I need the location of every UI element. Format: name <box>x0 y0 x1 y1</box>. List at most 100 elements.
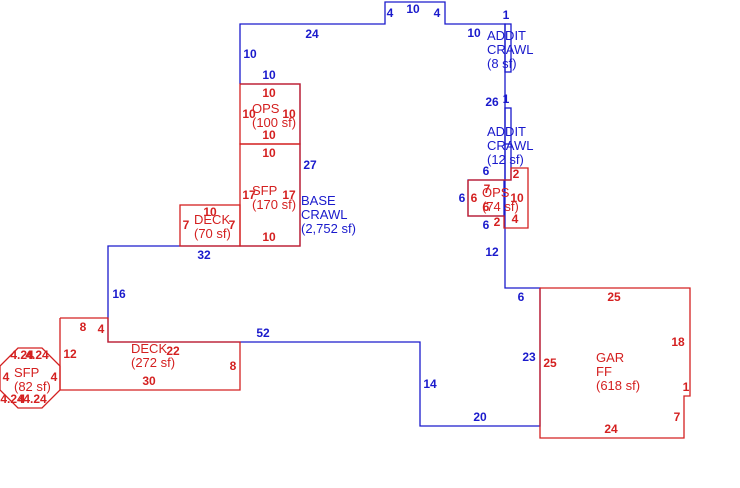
dimension-label: 10 <box>262 68 276 82</box>
dimension-label: 4 <box>3 370 10 384</box>
dimension-label: 10 <box>243 47 257 61</box>
dimension-label: 10 <box>203 205 217 219</box>
dimension-label: 4 <box>19 392 26 406</box>
dimension-label: 7 <box>674 410 681 424</box>
dimension-label: 14 <box>423 377 437 391</box>
dimension-label: 24 <box>604 422 618 436</box>
dimension-label: 52 <box>256 326 270 340</box>
dimension-label: 6 <box>483 164 490 178</box>
area-label-line: FF <box>596 364 612 379</box>
dimension-label: 4 <box>51 370 58 384</box>
area-label-line: (618 sf) <box>596 378 640 393</box>
dimension-label: 4 <box>98 322 105 336</box>
dimension-label: 10 <box>282 107 296 121</box>
area-label-line: (170 sf) <box>252 197 296 212</box>
area-label-line: OPS <box>252 101 280 116</box>
dimension-label: 4 <box>434 6 441 20</box>
area-label-line: (82 sf) <box>14 379 51 394</box>
area-label-line: GAR <box>596 350 624 365</box>
dimension-label: 1 <box>503 92 510 106</box>
area-label-line: SFP <box>14 365 39 380</box>
dimension-label: 25 <box>543 356 557 370</box>
area-label-sfp-middle: SFP(170 sf) <box>252 183 296 212</box>
dimension-label: 7 <box>183 218 190 232</box>
dimension-label: 2 <box>513 167 520 181</box>
dimension-label: 10 <box>467 26 481 40</box>
dimension-label: 30 <box>142 374 156 388</box>
dimension-label: 4.24 <box>23 392 47 406</box>
area-label-line: BASE <box>301 193 336 208</box>
dimension-label: 17 <box>282 188 296 202</box>
dimension-label: 24 <box>305 27 319 41</box>
dimension-label: 27 <box>303 158 317 172</box>
area-label-line: CRAWL <box>487 42 533 57</box>
area-label-line: DECK <box>131 341 167 356</box>
area-label-line: OPS <box>482 185 510 200</box>
dimension-label: 10 <box>262 230 276 244</box>
dimension-label: 10 <box>242 107 256 121</box>
dimension-label: 10 <box>262 86 276 100</box>
area-label-ops-right: OPS(74 sf) <box>482 185 519 214</box>
dimension-label: 26 <box>485 95 499 109</box>
addit-crawl-1-outline <box>504 23 512 73</box>
dimension-label: 2 <box>494 215 501 229</box>
dimension-label: 20 <box>473 410 487 424</box>
deck-small-outline <box>179 204 241 247</box>
dimension-label: 22 <box>166 344 180 358</box>
dimension-label: 12 <box>485 245 499 259</box>
dimension-label: 18 <box>671 335 685 349</box>
area-label-line: (70 sf) <box>194 226 231 241</box>
dimension-label: 6 <box>459 191 466 205</box>
red-outline-group <box>0 83 691 439</box>
dimension-label: 7 <box>484 182 491 196</box>
area-label-line: (2,752 sf) <box>301 221 356 236</box>
dimension-label: 12 <box>63 347 77 361</box>
area-label-deck-large: DECK(272 sf) <box>131 341 175 370</box>
dimension-label: 4.24 <box>25 348 49 362</box>
dimension-label: 1 <box>683 380 690 394</box>
dimension-label: 25 <box>607 290 621 304</box>
area-label-line: (12 sf) <box>487 152 524 167</box>
dimension-label: 6 <box>483 200 490 214</box>
dimension-label: 10 <box>262 128 276 142</box>
dimension-label: 8 <box>230 359 237 373</box>
dimension-label: 8 <box>80 320 87 334</box>
area-label-line: (8 sf) <box>487 56 517 71</box>
dimension-label: 1 <box>503 8 510 22</box>
dimension-label: 4.24 <box>10 348 34 362</box>
area-label-sfp-octagon: SFP(82 sf) <box>14 365 51 394</box>
dimension-label: 4 <box>387 6 394 20</box>
dimension-label: 10 <box>510 191 524 205</box>
area-label-line: SFP <box>252 183 277 198</box>
dimension-label: 4.24 <box>0 392 24 406</box>
area-label-line: DECK <box>194 212 230 227</box>
dimension-label: 10 <box>406 2 420 16</box>
gar-ff-outline <box>539 287 691 439</box>
dimension-label: 10 <box>262 146 276 160</box>
dimension-label: 6 <box>483 218 490 232</box>
area-label-line: (100 sf) <box>252 115 296 130</box>
dimension-label: 4 <box>512 212 519 226</box>
area-label-ops-top: OPS(100 sf) <box>252 101 296 130</box>
dimension-label: 16 <box>112 287 126 301</box>
sfp-middle-outline <box>239 143 301 247</box>
area-label-line: ADDIT <box>487 28 526 43</box>
area-label-deck-small: DECK(70 sf) <box>194 212 231 241</box>
area-label-line: (272 sf) <box>131 355 175 370</box>
dimension-label: 6 <box>518 290 525 304</box>
sfp-octagon-outline <box>0 347 61 409</box>
area-label-line: ADDIT <box>487 124 526 139</box>
dimension-label: 7 <box>229 218 236 232</box>
dimension-label: 32 <box>197 248 211 262</box>
ops-right-outline <box>467 167 529 229</box>
area-label-line: CRAWL <box>487 138 533 153</box>
dimension-label: 17 <box>242 188 256 202</box>
dimension-label: 4 <box>27 348 34 362</box>
